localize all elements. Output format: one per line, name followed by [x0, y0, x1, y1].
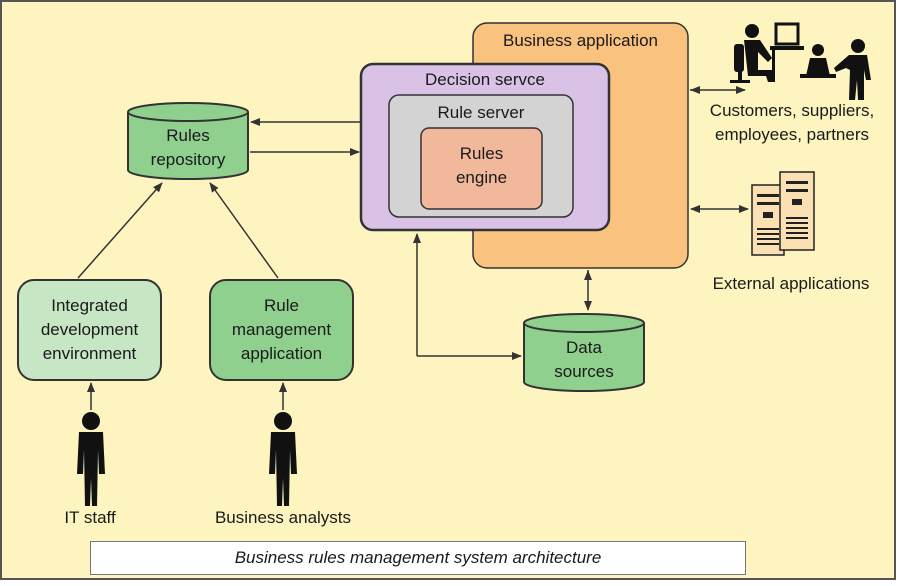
- rule-server-label: Rule server: [437, 103, 525, 122]
- it-staff-label: IT staff: [64, 508, 116, 527]
- business-application-label: Business application: [503, 31, 658, 50]
- it-staff-person-icon: [77, 412, 105, 506]
- arrow-service-data-sources: [413, 233, 522, 360]
- ide-label: Integrated development environment: [40, 296, 139, 363]
- data-sources-cylinder: [523, 313, 645, 392]
- ide-box: [17, 279, 162, 381]
- arrow-rma-to-repository: [209, 182, 279, 279]
- business-analyst-person-icon: [269, 412, 297, 506]
- decision-service-label: Decision servce: [425, 70, 545, 89]
- external-applications-label: External applications: [712, 274, 870, 293]
- business-analysts-label: Business analysts: [214, 508, 352, 527]
- server-towers-icon: [751, 171, 815, 256]
- arrow-ide-to-repository: [77, 182, 163, 279]
- rules-engine-box: [420, 127, 543, 210]
- office-workers-icon: [730, 22, 871, 100]
- rule-management-box: [209, 279, 354, 381]
- data-sources-label: Data sources: [554, 338, 614, 381]
- rules-repository-label: Rules repository: [150, 126, 226, 169]
- caption-box: Business rules management system archite…: [90, 541, 746, 575]
- rule-management-label: Rule management application: [231, 296, 332, 363]
- caption-text: Business rules management system archite…: [234, 548, 602, 567]
- rules-repository-cylinder: [127, 102, 249, 180]
- customers-label: Customers, suppliers, employees, partner…: [709, 101, 875, 144]
- rules-engine-label: Rules engine: [455, 144, 508, 187]
